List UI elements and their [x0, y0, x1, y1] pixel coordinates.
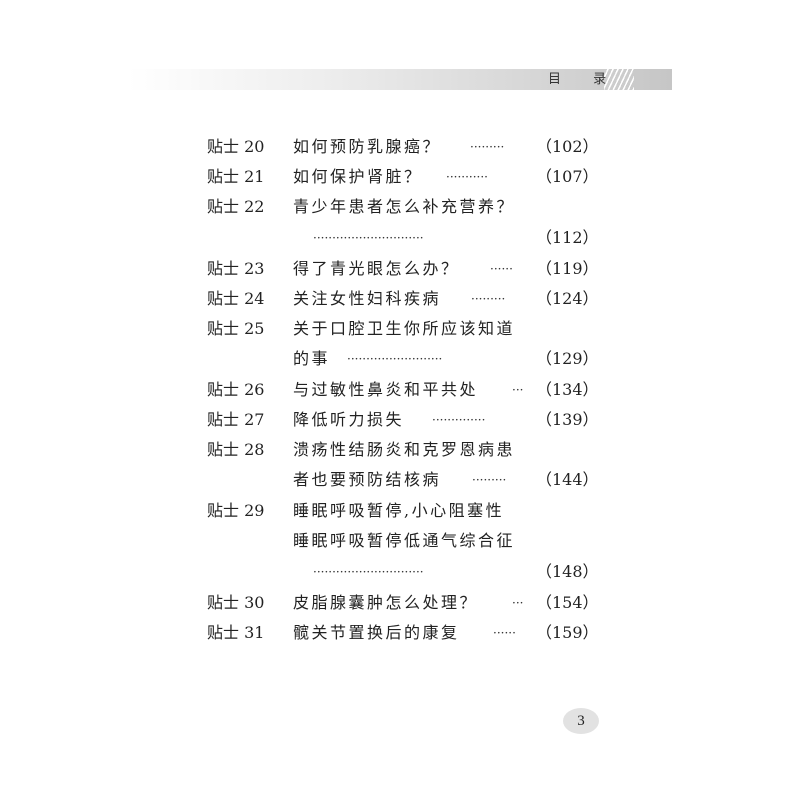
entry-label: 贴士 21 — [207, 167, 265, 186]
entry-title: 溃疡性结肠炎和克罗恩病患 — [293, 440, 516, 459]
entry-title: 得了青光眼怎么办？ — [293, 259, 460, 278]
leader-dots: ········· — [470, 140, 505, 154]
entry-label: 贴士 30 — [207, 593, 265, 612]
entry-title: 如何预防乳腺癌？ — [293, 137, 442, 156]
entry-title: 关于口腔卫生你所应该知道 — [293, 319, 516, 338]
entry-label: 贴士 31 — [207, 623, 265, 642]
toc-entry[interactable]: 贴士 24 关注女性妇科疾病 ········· （124） — [0, 284, 800, 314]
toc-entry[interactable]: 贴士 21 如何保护肾脏？ ··········· （107） — [0, 162, 800, 192]
toc-entry[interactable]: 贴士 25 关于口腔卫生你所应该知道 — [0, 314, 800, 344]
entry-label: 贴士 20 — [207, 137, 265, 156]
entry-label: 贴士 26 — [207, 380, 265, 399]
toc-entry[interactable]: 贴士 31 髋关节置换后的康复 ······ （159） — [0, 618, 800, 648]
entry-title: 睡眠呼吸暂停,小心阻塞性 — [293, 501, 505, 520]
entry-page: （139） — [536, 410, 599, 429]
entry-label: 贴士 29 — [207, 501, 265, 520]
entry-label: 贴士 23 — [207, 259, 265, 278]
toc-entry[interactable]: 贴士 30 皮脂腺囊肿怎么处理？ ··· （154） — [0, 588, 800, 618]
leader-dots: ························· — [347, 352, 443, 366]
page-number-badge: 3 — [563, 708, 599, 734]
entry-title: 降低听力损失 — [293, 410, 405, 429]
entry-page: （129） — [536, 349, 599, 368]
entry-page: （107） — [536, 167, 599, 186]
entry-label: 贴士 27 — [207, 410, 265, 429]
entry-title-continued: 者也要预防结核病 — [293, 470, 442, 489]
toc-entry[interactable]: 贴士 23 得了青光眼怎么办？ ······ （119） — [0, 254, 800, 284]
toc-entry-continuation: ····························· （112） — [0, 223, 800, 253]
leader-dots: ······ — [493, 626, 516, 640]
toc-entry-continuation: ····························· （148） — [0, 557, 800, 587]
section-title: 目 录 — [548, 72, 621, 87]
entry-title: 皮脂腺囊肿怎么处理？ — [293, 593, 479, 612]
leader-dots: ····························· — [313, 231, 424, 245]
toc-entry[interactable]: 贴士 29 睡眠呼吸暂停,小心阻塞性 — [0, 496, 800, 526]
toc-entry[interactable]: 贴士 22 青少年患者怎么补充营养？ — [0, 192, 800, 222]
entry-page: （112） — [536, 228, 599, 247]
entry-page: （159） — [536, 623, 599, 642]
header-hatch-decoration — [604, 69, 634, 90]
entry-title: 青少年患者怎么补充营养？ — [293, 197, 516, 216]
leader-dots: ·············· — [432, 413, 486, 427]
leader-dots: ····························· — [313, 565, 424, 579]
toc-entry[interactable]: 贴士 20 如何预防乳腺癌？ ········· （102） — [0, 132, 800, 162]
entry-label: 贴士 22 — [207, 197, 265, 216]
entry-page: （148） — [536, 562, 599, 581]
leader-dots: ··· — [512, 596, 524, 610]
entry-page: （134） — [536, 380, 599, 399]
entry-label: 贴士 28 — [207, 440, 265, 459]
entry-title: 与过敏性鼻炎和平共处 — [293, 380, 479, 399]
toc-entry-continuation: 者也要预防结核病 ········· （144） — [0, 465, 800, 495]
entry-title-continued: 的事 — [293, 349, 331, 368]
entry-page: （124） — [536, 289, 599, 308]
toc-entry-continuation: 的事 ························· （129） — [0, 344, 800, 374]
leader-dots: ······ — [490, 262, 513, 276]
toc-entry[interactable]: 贴士 28 溃疡性结肠炎和克罗恩病患 — [0, 435, 800, 465]
leader-dots: ········· — [472, 473, 507, 487]
entry-page: （119） — [536, 259, 599, 278]
entry-title: 关注女性妇科疾病 — [293, 289, 442, 308]
entry-title-continued: 睡眠呼吸暂停低通气综合征 — [293, 531, 516, 550]
header-bar — [128, 69, 672, 90]
entry-title: 髋关节置换后的康复 — [293, 623, 460, 642]
entry-title: 如何保护肾脏？ — [293, 167, 423, 186]
entry-page: （154） — [536, 593, 599, 612]
entry-page: （102） — [536, 137, 599, 156]
leader-dots: ··· — [512, 383, 524, 397]
leader-dots: ········· — [471, 292, 506, 306]
entry-page: （144） — [536, 470, 599, 489]
leader-dots: ··········· — [446, 170, 488, 184]
toc-entry[interactable]: 贴士 26 与过敏性鼻炎和平共处 ··· （134） — [0, 375, 800, 405]
toc-entry[interactable]: 贴士 27 降低听力损失 ·············· （139） — [0, 405, 800, 435]
entry-label: 贴士 25 — [207, 319, 265, 338]
entry-label: 贴士 24 — [207, 289, 265, 308]
toc-entry-continuation: 睡眠呼吸暂停低通气综合征 — [0, 526, 800, 556]
